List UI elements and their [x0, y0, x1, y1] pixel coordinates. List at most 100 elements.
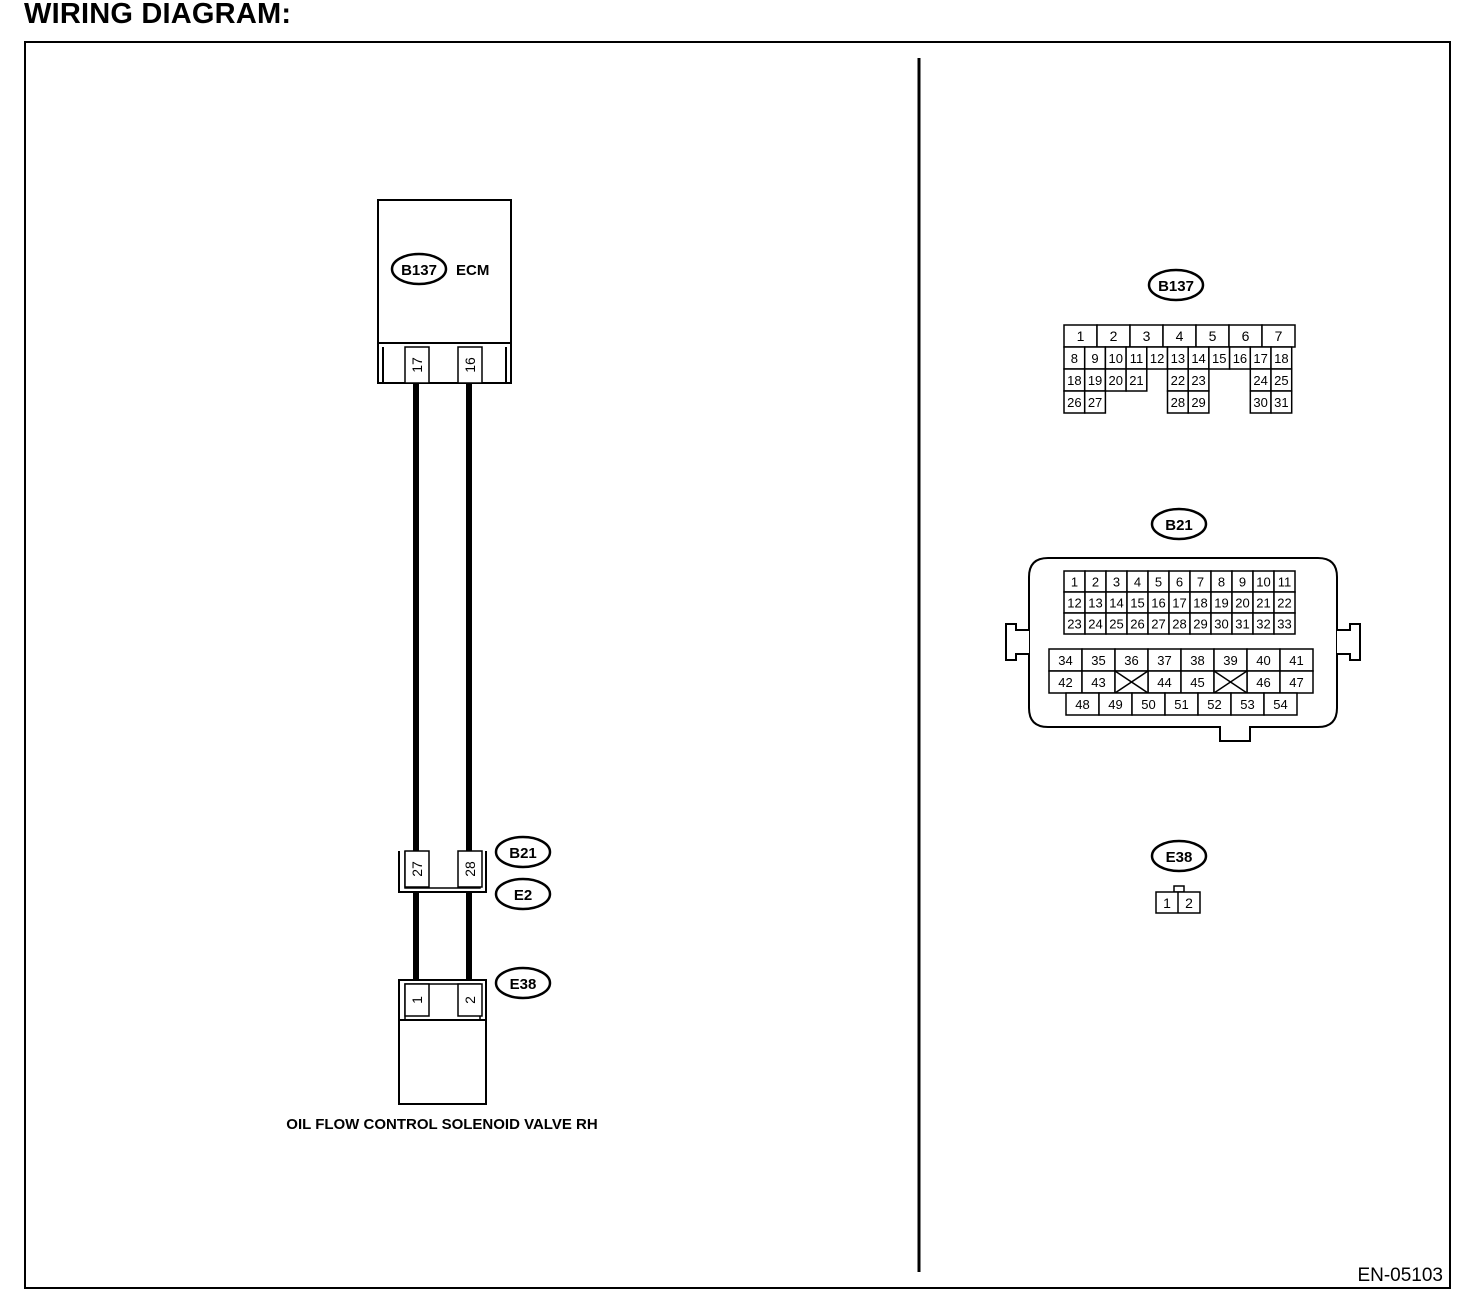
b137-pin-label: 10: [1109, 351, 1123, 366]
b21-pin-label: 3: [1113, 575, 1120, 590]
ecm-connector-oval: [390, 252, 448, 286]
b137-pin-label: 28: [1171, 395, 1185, 410]
b21-pin-label: 39: [1223, 653, 1237, 668]
joint-pin-27: 27: [409, 861, 425, 877]
b137-pin-label: 4: [1176, 328, 1184, 344]
b21-pin-label: 36: [1124, 653, 1138, 668]
e2-oval: [494, 877, 552, 911]
e38-view-pin-1: 1: [1163, 895, 1171, 911]
e38-oval: [494, 966, 552, 1000]
b21-pin-label: 13: [1088, 596, 1102, 611]
b21-pin-label: 17: [1172, 596, 1186, 611]
reference-code: EN-05103: [1357, 1265, 1443, 1286]
b137-pin-label: 25: [1274, 373, 1288, 388]
b137-pin-label: 13: [1171, 351, 1185, 366]
b21-pin-label: 28: [1172, 617, 1186, 632]
b137-pin-label: 30: [1253, 395, 1267, 410]
b137-pin-label: 19: [1088, 373, 1102, 388]
b137-pin-label: 24: [1253, 373, 1267, 388]
b21-pin-label: 32: [1256, 617, 1270, 632]
b21-pin-label: 1: [1071, 575, 1078, 590]
solenoid-label: OIL FLOW CONTROL SOLENOID VALVE RH: [286, 1116, 597, 1133]
b21-pin-label: 2: [1092, 575, 1099, 590]
b21-pin-label: 4: [1134, 575, 1141, 590]
b21-pin-label: 49: [1108, 697, 1122, 712]
b21-pin-label: 51: [1174, 697, 1188, 712]
b137-pin-cell: [1187, 390, 1210, 414]
b21-pin-label: 47: [1289, 675, 1303, 690]
diagram-border: [24, 41, 1451, 1289]
b137-pin-label: 26: [1067, 395, 1081, 410]
solenoid-connector: 1 2: [398, 979, 487, 1020]
b21-pin-label: 21: [1256, 596, 1270, 611]
b137-pin-label: 17: [1253, 351, 1267, 366]
b21-pin-label: 44: [1157, 675, 1171, 690]
joint-connector: 27 28: [398, 850, 487, 893]
b21-pin-label: 46: [1256, 675, 1270, 690]
page-title: WIRING DIAGRAM:: [24, 0, 292, 30]
b137-pin-label: 2: [1110, 328, 1118, 344]
b137-pin-label: 21: [1129, 373, 1143, 388]
b21-pin-label: 41: [1289, 653, 1303, 668]
b137-pin-label: 1: [1077, 328, 1085, 344]
b21-pin-label: 16: [1151, 596, 1165, 611]
solenoid-body: [398, 1019, 487, 1105]
b21-pin-label: 26: [1130, 617, 1144, 632]
b21-blank-mark: [1213, 670, 1248, 694]
ecm-pin-17: 17: [409, 357, 425, 373]
ecm-connector-label: B137: [401, 262, 437, 279]
e38-view: 1 2: [1155, 885, 1201, 914]
ecm-connector: 17 16: [377, 342, 512, 384]
b21-pin-label: 11: [1278, 575, 1292, 590]
b21-blank-mark: [1114, 670, 1149, 694]
b137-pin-label: 15: [1212, 351, 1226, 366]
b137-pin-label: 12: [1150, 351, 1164, 366]
b137-pin-label: 18: [1274, 351, 1288, 366]
b21-oval: [494, 835, 552, 869]
b21-pin-label: 35: [1091, 653, 1105, 668]
b21-pin-label: 30: [1214, 617, 1228, 632]
b21-pin-cell: [1273, 612, 1296, 635]
b137-pin-label: 23: [1191, 373, 1205, 388]
b21-pin-label: 37: [1157, 653, 1171, 668]
b21-pin-label: 23: [1067, 617, 1081, 632]
b137-pin-label: 7: [1275, 328, 1283, 344]
b21-pin-label: 9: [1239, 575, 1246, 590]
joint-pin-28: 28: [462, 861, 478, 877]
b137-view-oval: [1147, 268, 1205, 302]
solenoid-pin-2: 2: [462, 996, 478, 1004]
b137-pin-cell: [1125, 368, 1148, 392]
b21-pin-label: 40: [1256, 653, 1270, 668]
b137-pin-label: 29: [1191, 395, 1205, 410]
b21-view-label: B21: [1165, 517, 1193, 534]
b137-view-label: B137: [1158, 278, 1194, 295]
ecm-label: ECM: [456, 262, 489, 279]
e38-view-label: E38: [1166, 849, 1193, 866]
b21-pin-label: 29: [1193, 617, 1207, 632]
b21-pin-label: 25: [1109, 617, 1123, 632]
b21-pin-label: 50: [1141, 697, 1155, 712]
b21-pin-label: 12: [1067, 596, 1081, 611]
ecm-pin-16: 16: [462, 357, 478, 373]
b137-pin-label: 14: [1191, 351, 1205, 366]
b137-pin-label: 27: [1088, 395, 1102, 410]
b21-pin-label: 8: [1218, 575, 1225, 590]
b21-pin-label: 5: [1155, 575, 1162, 590]
b21-pin-label: 38: [1190, 653, 1204, 668]
b137-pin-label: 18: [1067, 373, 1081, 388]
b21-pin-label: 31: [1235, 617, 1249, 632]
b21-pin-label: 34: [1058, 653, 1072, 668]
b137-pin-cell: [1083, 390, 1107, 414]
b21-pin-label: 14: [1109, 596, 1123, 611]
ecm-box: B137 ECM: [377, 199, 512, 344]
b21-label: B21: [509, 845, 537, 862]
b21-pin-label: 24: [1088, 617, 1102, 632]
b21-pin-label: 27: [1151, 617, 1165, 632]
b21-pin-label: 20: [1235, 596, 1249, 611]
e38-label: E38: [510, 976, 537, 993]
b21-pin-label: 15: [1130, 596, 1144, 611]
b137-pin-label: 16: [1233, 351, 1247, 366]
